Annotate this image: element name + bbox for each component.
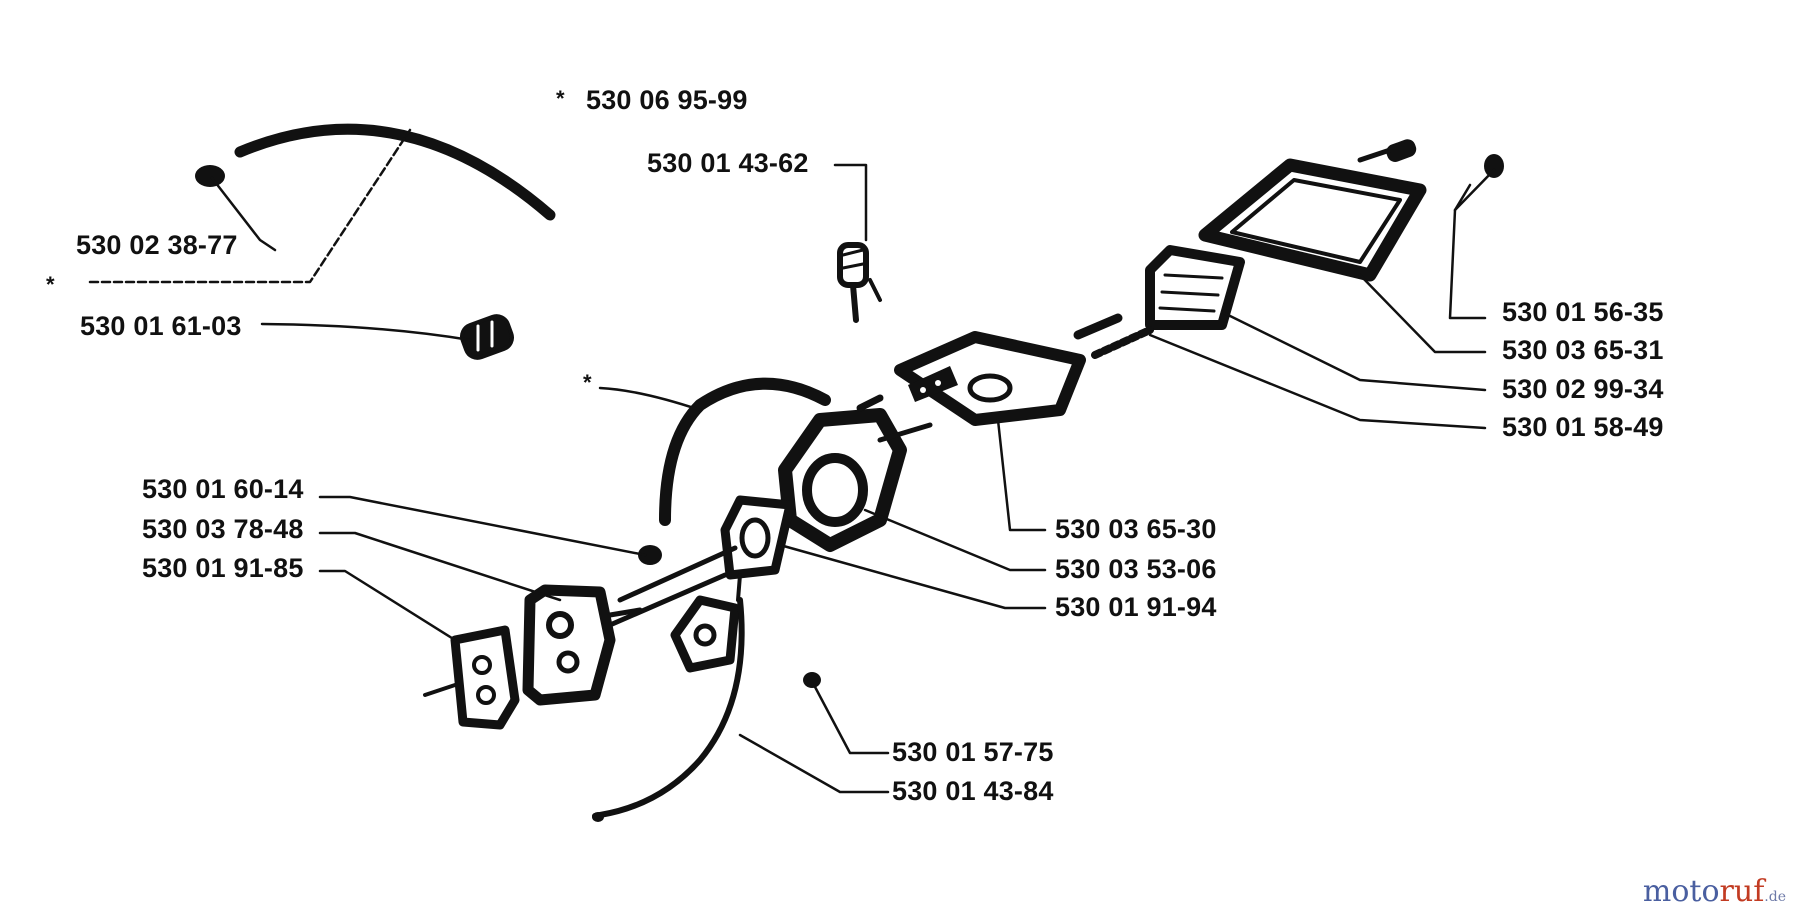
filter-element-shape xyxy=(1145,245,1245,330)
throttle-bracket-shape xyxy=(670,595,740,673)
air-filter-cover-shape xyxy=(1198,139,1504,282)
choke-knob-shape xyxy=(837,242,882,323)
part-label-530-01-43-84: 530 01 43-84 xyxy=(892,776,1054,806)
part-label-530-01-56-35: 530 01 56-35 xyxy=(1502,297,1664,327)
part-label-530-02-38-77: 530 02 38-77 xyxy=(76,230,238,260)
carb-gasket-shape xyxy=(720,495,795,602)
part-label-530-01-61-03: 530 01 61-03 xyxy=(80,311,242,341)
part-label-530-01-91-94: 530 01 91-94 xyxy=(1055,592,1217,622)
part-label-530-01-58-49: 530 01 58-49 xyxy=(1502,412,1664,442)
throttle-nut-shape xyxy=(803,672,821,688)
throttle-cable-shape xyxy=(592,597,745,819)
watermark-accent: ruf xyxy=(1719,874,1765,909)
part-label-530-01-43-62: 530 01 43-62 xyxy=(647,148,809,178)
filter-holder-shape xyxy=(894,331,1086,426)
filter-spring-shape xyxy=(1073,313,1154,359)
leader-lines xyxy=(88,128,1496,794)
fuel-hose-long-shape xyxy=(234,123,556,221)
kit-asterisk: * xyxy=(556,86,565,111)
part-label-530-02-99-34: 530 02 99-34 xyxy=(1502,374,1664,404)
part-label-530-03-78-48: 530 03 78-48 xyxy=(142,514,304,544)
part-label-530-01-91-85: 530 01 91-85 xyxy=(142,553,304,583)
motoruf-watermark: motoruf.de xyxy=(1643,875,1786,914)
asterisk-hose-shape xyxy=(659,377,831,526)
throttle-cable-end-shape xyxy=(592,812,604,822)
watermark-suffix: .de xyxy=(1764,889,1786,905)
mount-bolts-shape xyxy=(607,545,738,628)
carburetor-shape xyxy=(778,394,933,552)
hose-asterisk-middle: * xyxy=(583,370,592,395)
intake-block-shape xyxy=(522,584,643,706)
part-label-530-01-57-75: 530 01 57-75 xyxy=(892,737,1054,767)
watermark-main: moto xyxy=(1642,874,1720,909)
fuel-hose-clip-shape xyxy=(460,314,514,360)
kit-label: 530 06 95-99 xyxy=(586,85,748,115)
hose-asterisk-left: * xyxy=(46,272,55,297)
part-label-530-03-65-31: 530 03 65-31 xyxy=(1502,335,1664,365)
part-label-530-03-53-06: 530 03 53-06 xyxy=(1055,554,1217,584)
part-label-530-03-65-30: 530 03 65-30 xyxy=(1055,514,1217,544)
intake-gasket-shape xyxy=(423,625,520,730)
fuel-hose-tip-shape xyxy=(195,165,225,187)
part-label-530-01-60-14: 530 01 60-14 xyxy=(142,474,304,504)
